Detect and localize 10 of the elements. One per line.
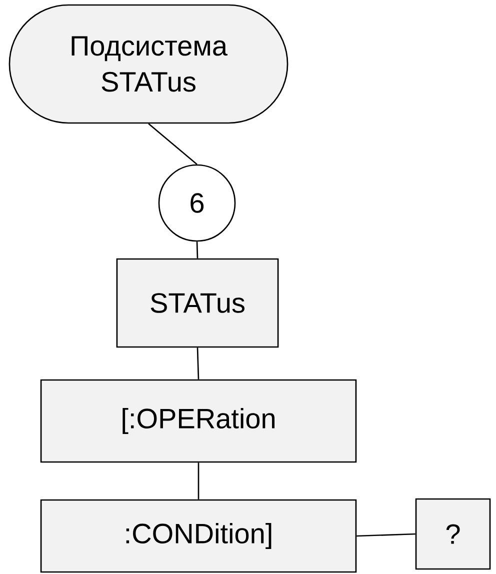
connector-line: [196, 348, 200, 380]
connector-line: [356, 533, 416, 537]
process-box: ?: [415, 498, 491, 570]
process-box: :CONDition]: [40, 499, 357, 573]
process-box: STATus: [116, 258, 279, 348]
terminal-box: Подсистема STATus: [8, 4, 288, 124]
connector-line: [148, 123, 198, 165]
connector-line: [198, 462, 200, 500]
process-box: [:OPERation: [40, 379, 357, 463]
connector-line: [196, 242, 198, 258]
